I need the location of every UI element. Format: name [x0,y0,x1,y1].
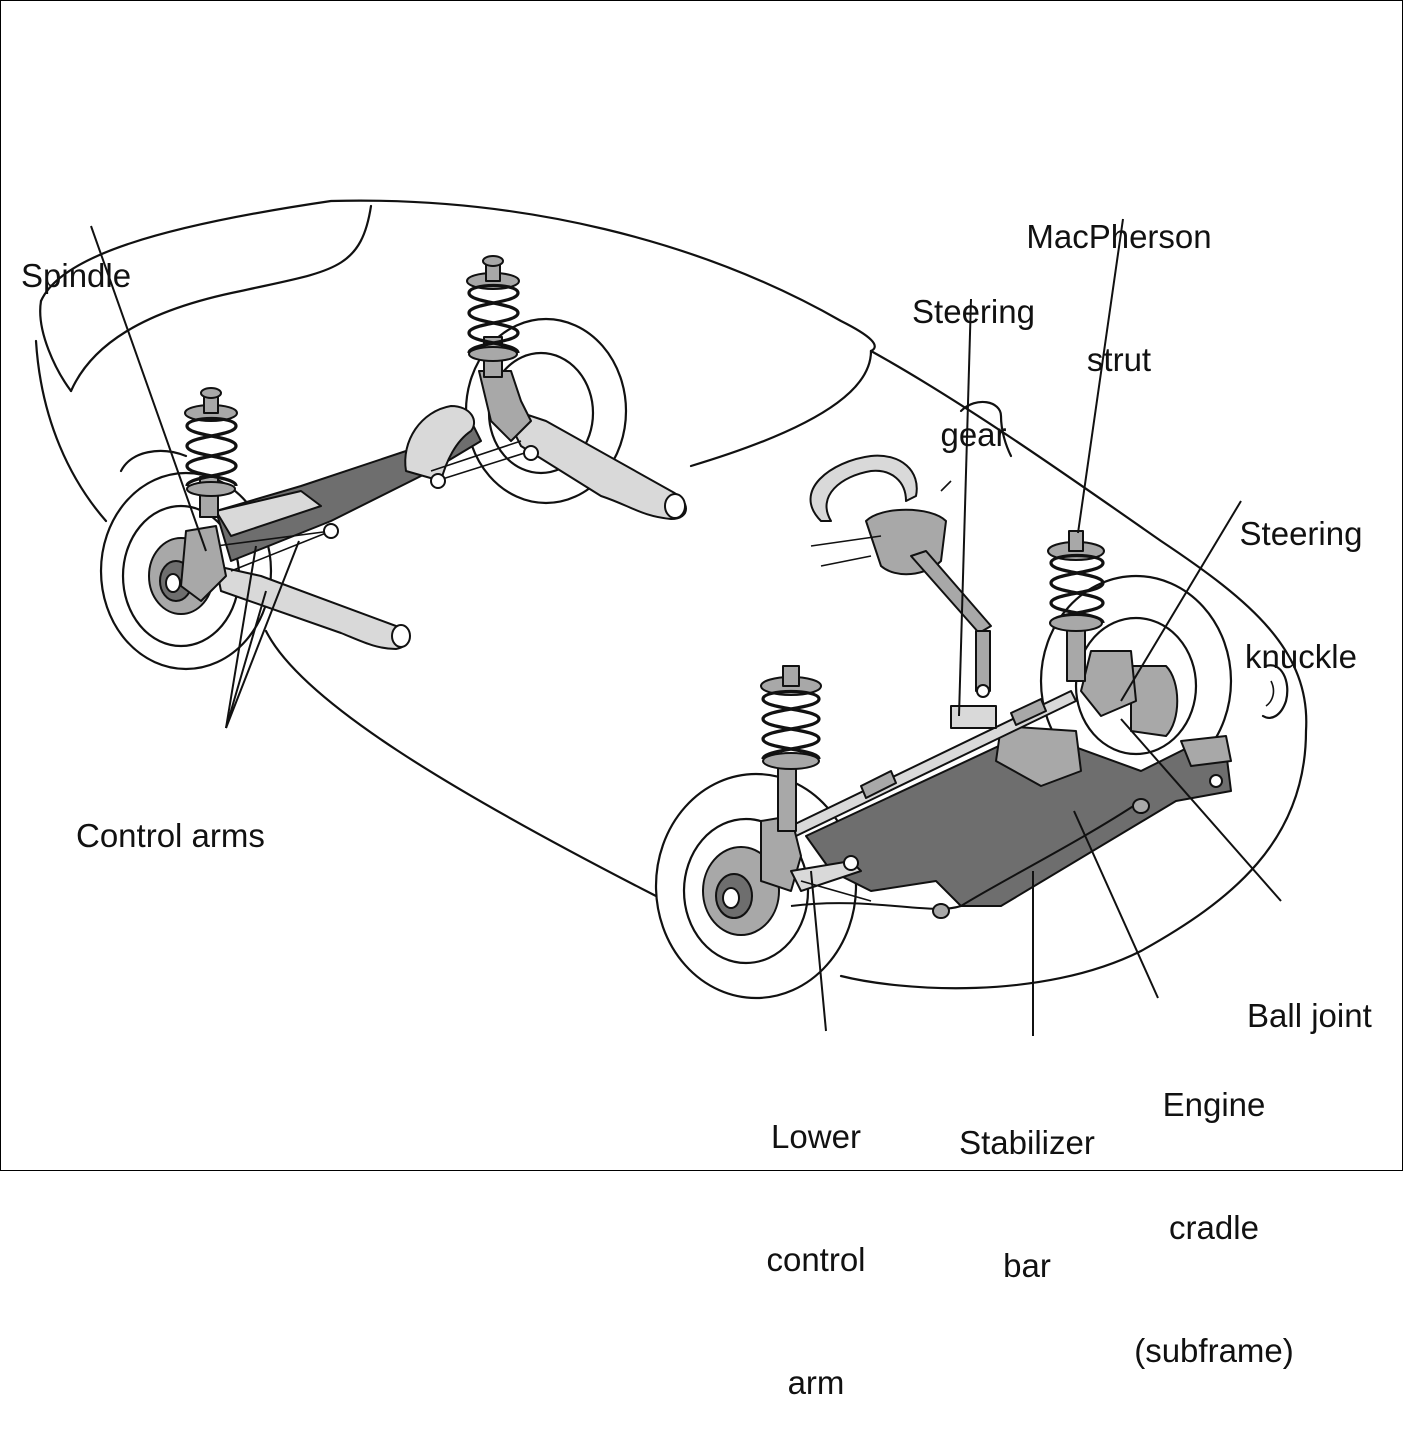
label-steering-knuckle: Steering knuckle [1239,515,1363,675]
front-right-knuckle [1080,650,1137,717]
steering-rack [790,690,1077,837]
front-right-strut [1047,530,1105,682]
label-stabilizer-bar: Stabilizer bar [959,1124,1095,1284]
steering-wheel [809,454,992,698]
suspension-illustration [34,199,1308,1036]
rear-right-spring [466,255,520,378]
label-engine-cradle: Engine cradle (subframe) [1134,1086,1294,1369]
front-left-wheel [654,772,858,1000]
leader-lines [90,218,1282,1036]
rear-left-spring [184,387,238,518]
label-control-arms: Control arms [76,817,265,854]
label-ball-joint: Ball joint [1247,997,1372,1034]
rear-axle-assembly [180,370,687,650]
diagram-frame: Spindle Control arms Steering gear MacPh… [0,0,1403,1401]
label-steering-gear: Steering gear [912,293,1035,453]
car-body-outline [34,199,1308,990]
engine-cradle [790,725,1232,919]
label-macpherson-strut: MacPherson strut [1026,218,1212,378]
front-left-strut [760,665,822,832]
front-left-knuckle-and-arm [760,815,872,902]
label-lower-control-arm: Lower control arm [766,1118,866,1401]
label-spindle: Spindle [21,257,132,294]
